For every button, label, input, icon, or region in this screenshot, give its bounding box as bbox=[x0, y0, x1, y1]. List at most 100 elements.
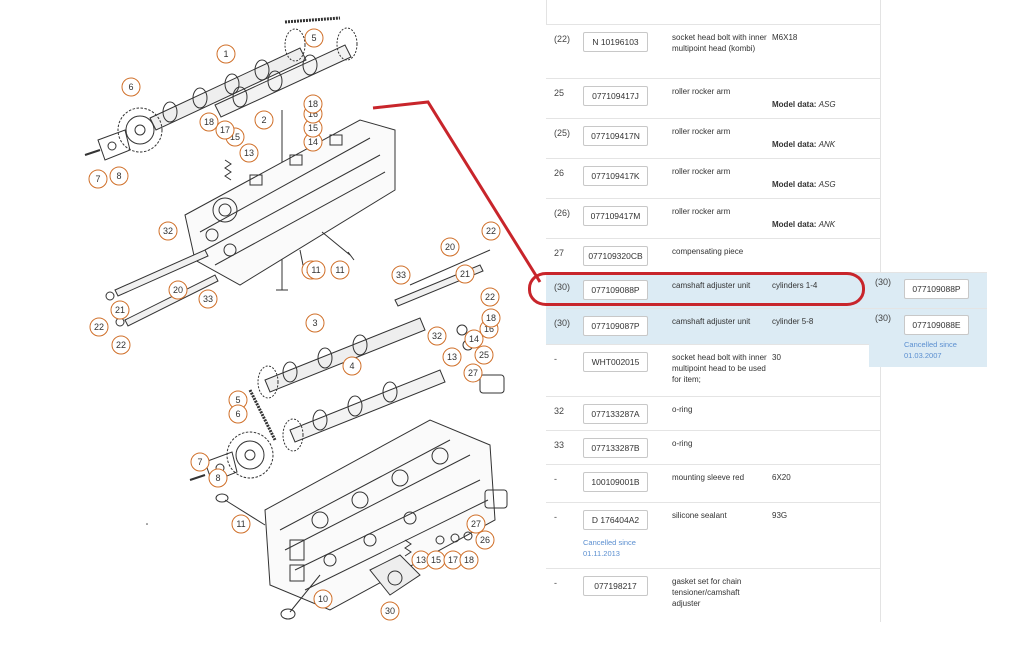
callout-22: 22 bbox=[111, 335, 131, 355]
callout-18: 18 bbox=[303, 94, 323, 114]
model-data: Model data: ASG bbox=[772, 179, 876, 190]
part-description: socket head bolt with inner multipoint h… bbox=[672, 353, 767, 384]
cylinder-head-lower bbox=[264, 419, 496, 611]
callout-6: 6 bbox=[121, 77, 141, 97]
cylinder-head-upper bbox=[184, 119, 396, 286]
callout-7: 7 bbox=[190, 452, 210, 472]
svg-text:5: 5 bbox=[311, 33, 316, 43]
part-number-box[interactable]: 077109087P bbox=[583, 316, 648, 336]
alternate-part-number-box[interactable]: 077109088P bbox=[904, 279, 969, 299]
svg-text:13: 13 bbox=[447, 352, 457, 362]
svg-text:27: 27 bbox=[471, 519, 481, 529]
model-data-label: Model data: bbox=[772, 100, 817, 109]
svg-text:11: 11 bbox=[335, 265, 344, 275]
camshaft-2 bbox=[214, 44, 352, 118]
svg-text:22: 22 bbox=[116, 340, 126, 350]
svg-text:21: 21 bbox=[115, 305, 125, 315]
svg-text:18: 18 bbox=[464, 555, 474, 565]
svg-text:13: 13 bbox=[416, 555, 426, 565]
part-number-box[interactable]: 100109001B bbox=[583, 472, 648, 492]
part-description: camshaft adjuster unit bbox=[672, 317, 751, 326]
alternate-position-number: (30) bbox=[875, 277, 892, 287]
svg-text:26: 26 bbox=[480, 535, 490, 545]
part-description: o-ring bbox=[672, 439, 693, 448]
sprocket-top-right bbox=[336, 27, 358, 61]
part-position-number: 33 bbox=[554, 440, 565, 450]
alternate-part-number-box[interactable]: 077109088E bbox=[904, 315, 969, 335]
part-position-number: (30) bbox=[554, 282, 571, 292]
part-number-box[interactable]: 077133287B bbox=[583, 438, 648, 458]
part-position-number: 27 bbox=[554, 248, 565, 258]
callout-22: 22 bbox=[89, 317, 109, 337]
part-number-box[interactable]: WHT002015 bbox=[583, 352, 648, 372]
part-extra-info: cylinder 5-8 bbox=[772, 317, 814, 326]
part-position-number: - bbox=[554, 354, 557, 364]
svg-text:17: 17 bbox=[448, 555, 458, 565]
svg-text:11: 11 bbox=[236, 519, 245, 529]
cancelled-note: Cancelled since 01.03.2007 bbox=[904, 340, 957, 360]
part-row: - 077198217 gasket set for chain tensioner… bbox=[546, 568, 880, 623]
part-description: roller rocker arm bbox=[672, 207, 731, 216]
part-number-box[interactable]: 077198217 bbox=[583, 576, 648, 596]
svg-text:27: 27 bbox=[468, 368, 478, 378]
svg-text:21: 21 bbox=[460, 269, 470, 279]
part-description: roller rocker arm bbox=[672, 127, 731, 136]
callout-22: 22 bbox=[480, 287, 500, 307]
alternate-position-number: (30) bbox=[875, 313, 892, 323]
part-position-number: - bbox=[554, 578, 557, 588]
part-number-box[interactable]: 077109417M bbox=[583, 206, 648, 226]
part-number-box[interactable]: 077109088P bbox=[583, 280, 648, 300]
svg-text:33: 33 bbox=[396, 270, 406, 280]
svg-text:33: 33 bbox=[203, 294, 213, 304]
svg-text:22: 22 bbox=[486, 226, 496, 236]
svg-text:10: 10 bbox=[318, 594, 328, 604]
svg-text:1: 1 bbox=[223, 49, 228, 59]
svg-text:15: 15 bbox=[431, 555, 441, 565]
callout-5: 5 bbox=[304, 28, 324, 48]
part-number-box[interactable]: 077109417N bbox=[583, 126, 648, 146]
svg-text:6: 6 bbox=[128, 82, 133, 92]
callout-labels: 1234556677881010111111131313141415151516… bbox=[88, 28, 501, 621]
callout-2: 2 bbox=[254, 110, 274, 130]
part-description: camshaft adjuster unit bbox=[672, 281, 751, 290]
part-number-box[interactable]: N 10196103 bbox=[583, 32, 648, 52]
callout-26: 26 bbox=[475, 530, 495, 550]
callout-27: 27 bbox=[466, 514, 486, 534]
svg-text:18: 18 bbox=[308, 99, 318, 109]
callout-10: 10 bbox=[313, 589, 333, 609]
part-description: gasket set for chain tensioner/camshaft … bbox=[672, 577, 742, 608]
callout-20: 20 bbox=[440, 237, 460, 257]
exploded-parts-diagram: 1234556677881010111111131313141415151516… bbox=[84, 16, 542, 621]
callout-15: 15 bbox=[426, 550, 446, 570]
part-extra-info: 30 bbox=[772, 353, 781, 362]
callout-30: 30 bbox=[380, 601, 400, 621]
part-number-box[interactable]: 077133287A bbox=[583, 404, 648, 424]
model-data-value: ASG bbox=[818, 100, 836, 109]
model-data-value: ASG bbox=[818, 180, 836, 189]
callout-25: 25 bbox=[474, 345, 494, 365]
part-number-box[interactable]: D 176404A2 bbox=[583, 510, 648, 530]
part-number-box[interactable]: 077109417J bbox=[583, 86, 648, 106]
callout-11: 11 bbox=[231, 514, 251, 534]
callout-6: 6 bbox=[228, 404, 248, 424]
part-position-number: - bbox=[554, 512, 557, 522]
part-description: compensating piece bbox=[672, 247, 744, 256]
svg-text:14: 14 bbox=[469, 334, 479, 344]
model-data-label: Model data: bbox=[772, 140, 817, 149]
part-number-box[interactable]: 077109320CB bbox=[583, 246, 648, 266]
callout-8: 8 bbox=[109, 166, 129, 186]
part-number-box[interactable]: 077109417K bbox=[583, 166, 648, 186]
svg-text:17: 17 bbox=[220, 125, 230, 135]
cancelled-note: Cancelled since 01.11.2013 bbox=[583, 538, 636, 558]
part-description: socket head bolt with inner multipoint h… bbox=[672, 33, 767, 53]
part-description: roller rocker arm bbox=[672, 167, 731, 176]
svg-text:18: 18 bbox=[204, 117, 214, 127]
svg-text:22: 22 bbox=[485, 292, 495, 302]
svg-text:13: 13 bbox=[244, 148, 254, 158]
callout-18: 18 bbox=[199, 112, 219, 132]
